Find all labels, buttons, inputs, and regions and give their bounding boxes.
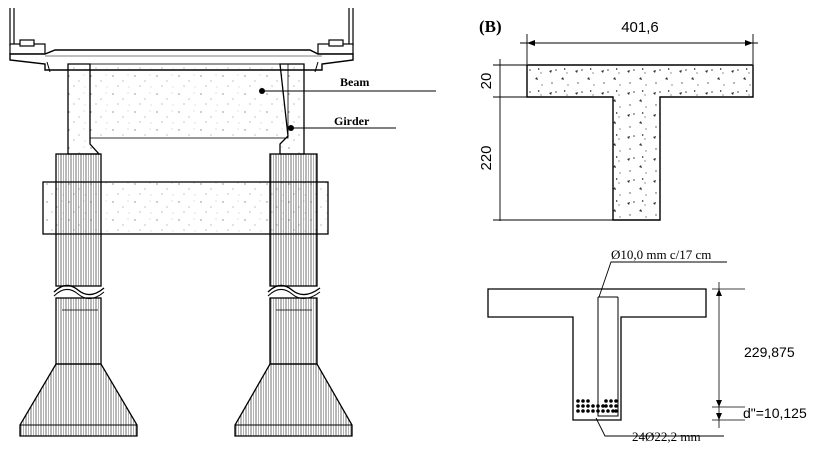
stirrup-outline <box>597 297 619 417</box>
bars-label: 24Ø22,2 mm <box>632 429 701 444</box>
left-railing <box>9 8 46 55</box>
width-dimension: 401,6 <box>621 19 659 36</box>
bridge-elevation: Beam Girder <box>9 8 436 437</box>
rebar-group <box>576 399 618 413</box>
t-section-shape <box>526 64 754 221</box>
rc-section-outline <box>487 288 707 421</box>
beam-label: Beam <box>340 75 369 89</box>
left-column <box>19 153 138 437</box>
panel-label: (B) <box>479 17 502 36</box>
t-section-panel: (B) 401,6 20 220 <box>478 17 758 221</box>
flange-dimension: 20 <box>478 73 495 90</box>
web-dimension: 220 <box>478 145 495 170</box>
stirrup-label: Ø10,0 mm c/17 cm <box>611 247 711 262</box>
right-railing <box>317 8 354 55</box>
height-dimension: 229,875 <box>744 344 795 360</box>
reinforcement-section: Ø10,0 mm c/17 cm 24Ø22,2 mm 229,875 d"=1… <box>487 247 807 444</box>
beam-zone <box>89 63 289 139</box>
cover-dimension: d"=10,125 <box>743 405 807 421</box>
left-girder <box>67 63 101 155</box>
girder-label: Girder <box>334 114 370 128</box>
right-column <box>234 153 353 437</box>
